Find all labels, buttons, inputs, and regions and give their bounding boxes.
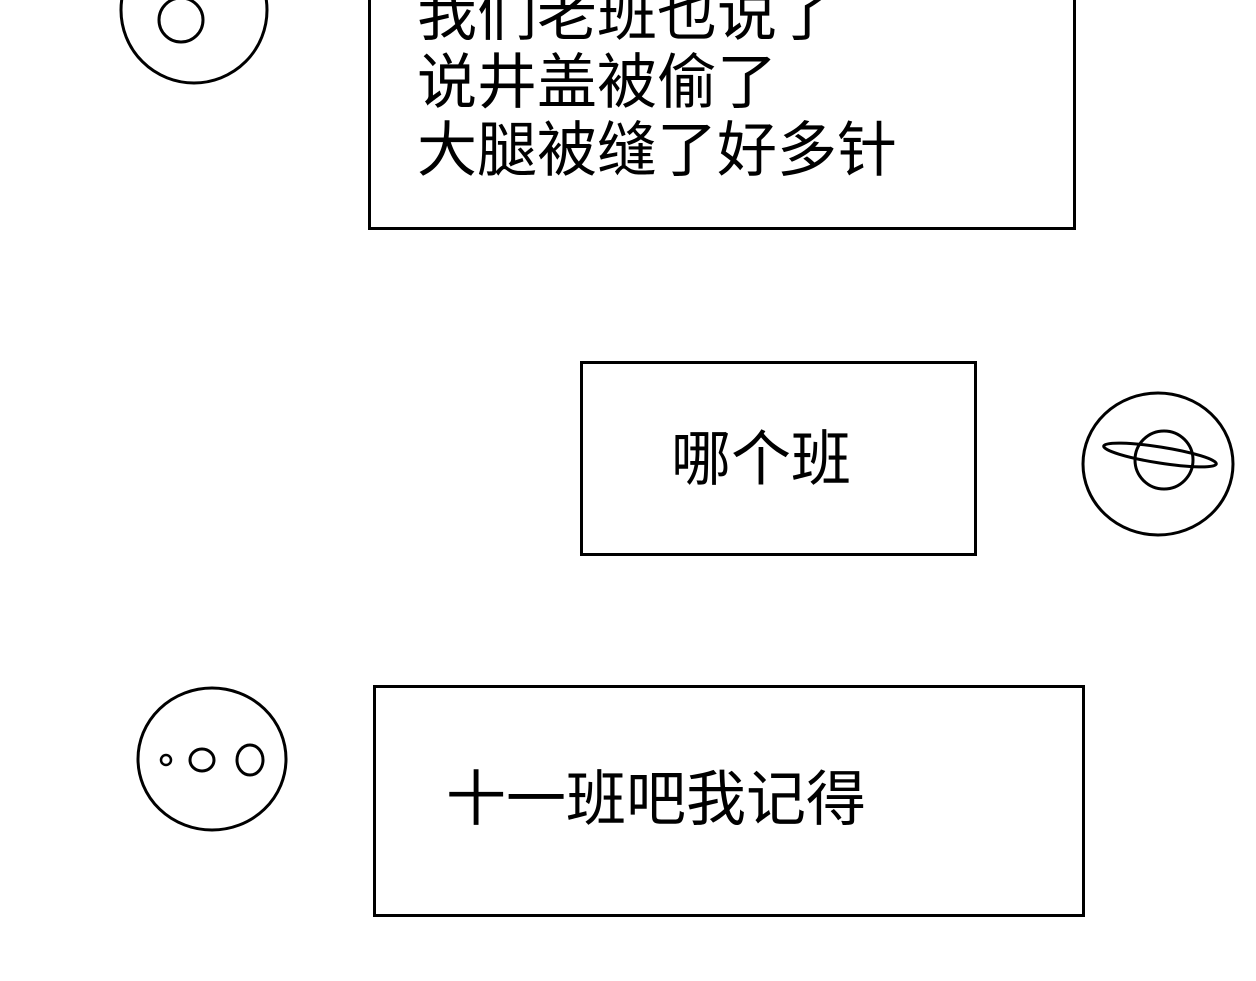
saturn-avatar-icon [1081,391,1235,537]
message-bubble-2: 哪个班 [580,361,977,556]
message-bubble-1: 我们老班也说了 说井盖被偷了 大腿被缝了好多针 [368,0,1076,230]
message-text-3: 十一班吧我记得 [446,766,866,834]
single-ring-avatar-icon [119,0,269,85]
message-text-2: 哪个班 [671,426,851,494]
message-line: 说井盖被偷了 [417,48,777,118]
avatar-three-dots[interactable] [134,684,290,834]
message-line: 我们老班也说了 [417,0,837,50]
message-text-1: 我们老班也说了 说井盖被偷了 大腿被缝了好多针 [417,0,897,185]
three-dots-avatar-icon [136,686,288,832]
message-line: 十一班吧我记得 [446,765,866,835]
avatar-saturn[interactable] [1080,390,1236,538]
avatar-single-ring[interactable] [118,0,272,88]
message-line: 哪个班 [671,425,851,495]
message-line: 大腿被缝了好多针 [417,116,897,186]
message-bubble-3: 十一班吧我记得 [373,685,1085,917]
